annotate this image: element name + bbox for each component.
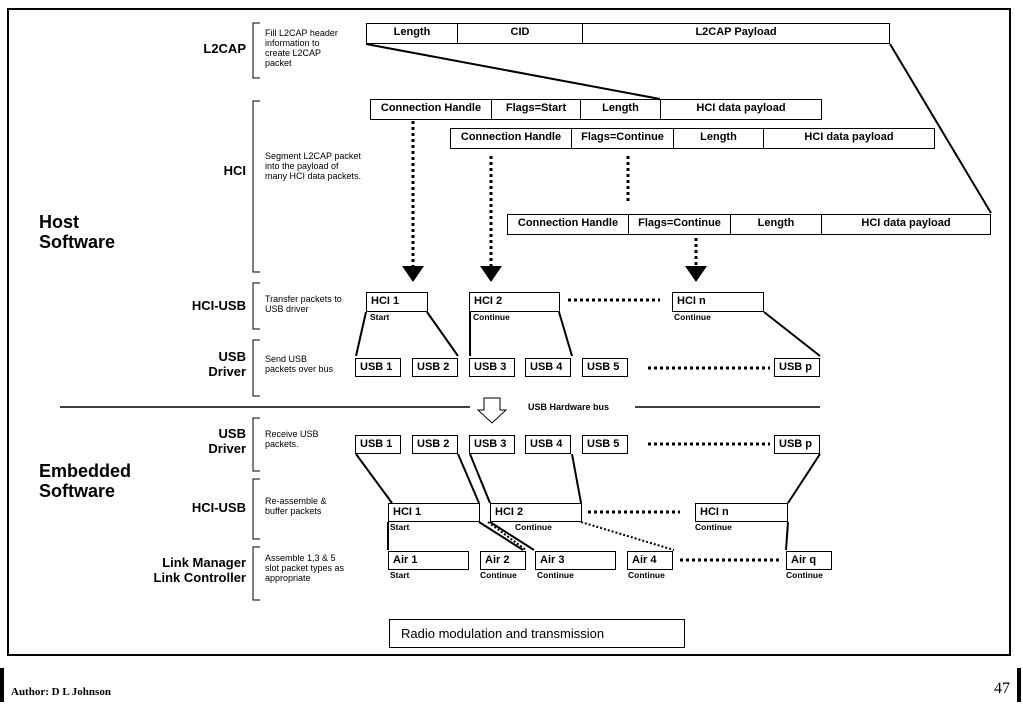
- note-hci-usb: Transfer packets to USB driver: [265, 294, 342, 314]
- hci-usb-tx-packet: HCI 1: [366, 292, 428, 312]
- usb-tx-packet: USB 2: [412, 358, 458, 377]
- hci-usb-rx-packet: HCI 2: [490, 503, 582, 522]
- hci2-length: Length: [673, 128, 764, 149]
- air-packet-flag: Start: [390, 570, 410, 580]
- hci1-payload: HCI data payload: [660, 99, 822, 120]
- hci2-connection-handle: Connection Handle: [450, 128, 572, 149]
- l2cap-payload-field: L2CAP Payload: [582, 23, 890, 44]
- hci3-length: Length: [730, 214, 822, 235]
- l2cap-cid-field: CID: [457, 23, 583, 44]
- hci2-payload: HCI data payload: [763, 128, 935, 149]
- usb-tx-packet: USB 1: [355, 358, 401, 377]
- layer-label-usb-driver-rx: USB Driver: [208, 426, 246, 456]
- author-credit: Author: D L Johnson: [11, 686, 111, 698]
- note-hci-usb-rx: Re-assemble & buffer packets: [265, 496, 327, 516]
- usb-rx-packet: USB 3: [469, 435, 515, 454]
- radio-transmission-box: Radio modulation and transmission: [389, 619, 685, 648]
- layer-label-hci: HCI: [223, 163, 246, 178]
- embedded-software-title: Embedded Software: [39, 461, 132, 501]
- usb-tx-packet: USB 4: [525, 358, 571, 377]
- air-packet-flag: Continue: [537, 570, 574, 580]
- note-hci: Segment L2CAP packet into the payload of…: [265, 151, 362, 181]
- air-packet: Air q: [786, 551, 832, 570]
- air-packet: Air 3: [535, 551, 616, 570]
- footer-left-bar: [0, 668, 4, 702]
- hci-usb-tx-flag: Continue: [473, 312, 510, 322]
- hci3-connection-handle: Connection Handle: [507, 214, 629, 235]
- usb-tx-packet: USB p: [774, 358, 820, 377]
- host-software-title: Host Software: [39, 212, 116, 252]
- hci1-length: Length: [580, 99, 661, 120]
- hci1-flags: Flags=Start: [491, 99, 581, 120]
- note-l2cap: Fill L2CAP header information to create …: [265, 28, 338, 68]
- page-number: 47: [994, 680, 1010, 697]
- note-usb-driver-rx: Receive USB packets.: [265, 429, 319, 449]
- hci-usb-tx-flag: Continue: [674, 312, 711, 322]
- hci-usb-tx-flag: Start: [370, 312, 390, 322]
- hci-usb-tx-packet: HCI 2: [469, 292, 560, 312]
- hci-usb-rx-packet: HCI n: [695, 503, 788, 522]
- hci2-flags: Flags=Continue: [571, 128, 674, 149]
- hci3-flags: Flags=Continue: [628, 214, 731, 235]
- air-packet-flag: Continue: [786, 570, 823, 580]
- layer-label-hci-usb: HCI-USB: [191, 298, 246, 313]
- layer-label-usb-driver: USB Driver: [208, 349, 246, 379]
- layer-label-hci-usb-rx: HCI-USB: [191, 500, 246, 515]
- usb-rx-packet: USB 2: [412, 435, 458, 454]
- l2cap-length-field: Length: [366, 23, 458, 44]
- usb-rx-packet: USB 4: [525, 435, 571, 454]
- air-packet: Air 1: [388, 551, 469, 570]
- air-packet: Air 2: [480, 551, 526, 570]
- air-packet-flag: Continue: [480, 570, 517, 580]
- hci-usb-rx-flag: Continue: [515, 522, 552, 532]
- layer-label-link-manager: Link Manager Link Controller: [153, 555, 246, 585]
- hci-usb-tx-packet: HCI n: [672, 292, 764, 312]
- usb-rx-packet: USB 5: [582, 435, 628, 454]
- slide-frame: [7, 8, 1011, 656]
- usb-tx-packet: USB 5: [582, 358, 628, 377]
- hci1-connection-handle: Connection Handle: [370, 99, 492, 120]
- note-link-manager: Assemble 1,3 & 5 slot packet types as ap…: [265, 553, 345, 583]
- air-packet-flag: Continue: [628, 570, 665, 580]
- footer-right-bar: [1017, 668, 1021, 702]
- usb-tx-packet: USB 3: [469, 358, 515, 377]
- hci3-payload: HCI data payload: [821, 214, 991, 235]
- hci-usb-rx-flag: Continue: [695, 522, 732, 532]
- usb-rx-packet: USB p: [774, 435, 820, 454]
- air-packet: Air 4: [627, 551, 673, 570]
- usb-hardware-bus-label: USB Hardware bus: [528, 402, 610, 412]
- usb-rx-packet: USB 1: [355, 435, 401, 454]
- note-usb-driver: Send USB packets over bus: [265, 354, 334, 374]
- hci-usb-rx-flag: Start: [390, 522, 410, 532]
- layer-label-l2cap: L2CAP: [203, 41, 246, 56]
- hci-usb-rx-packet: HCI 1: [388, 503, 480, 522]
